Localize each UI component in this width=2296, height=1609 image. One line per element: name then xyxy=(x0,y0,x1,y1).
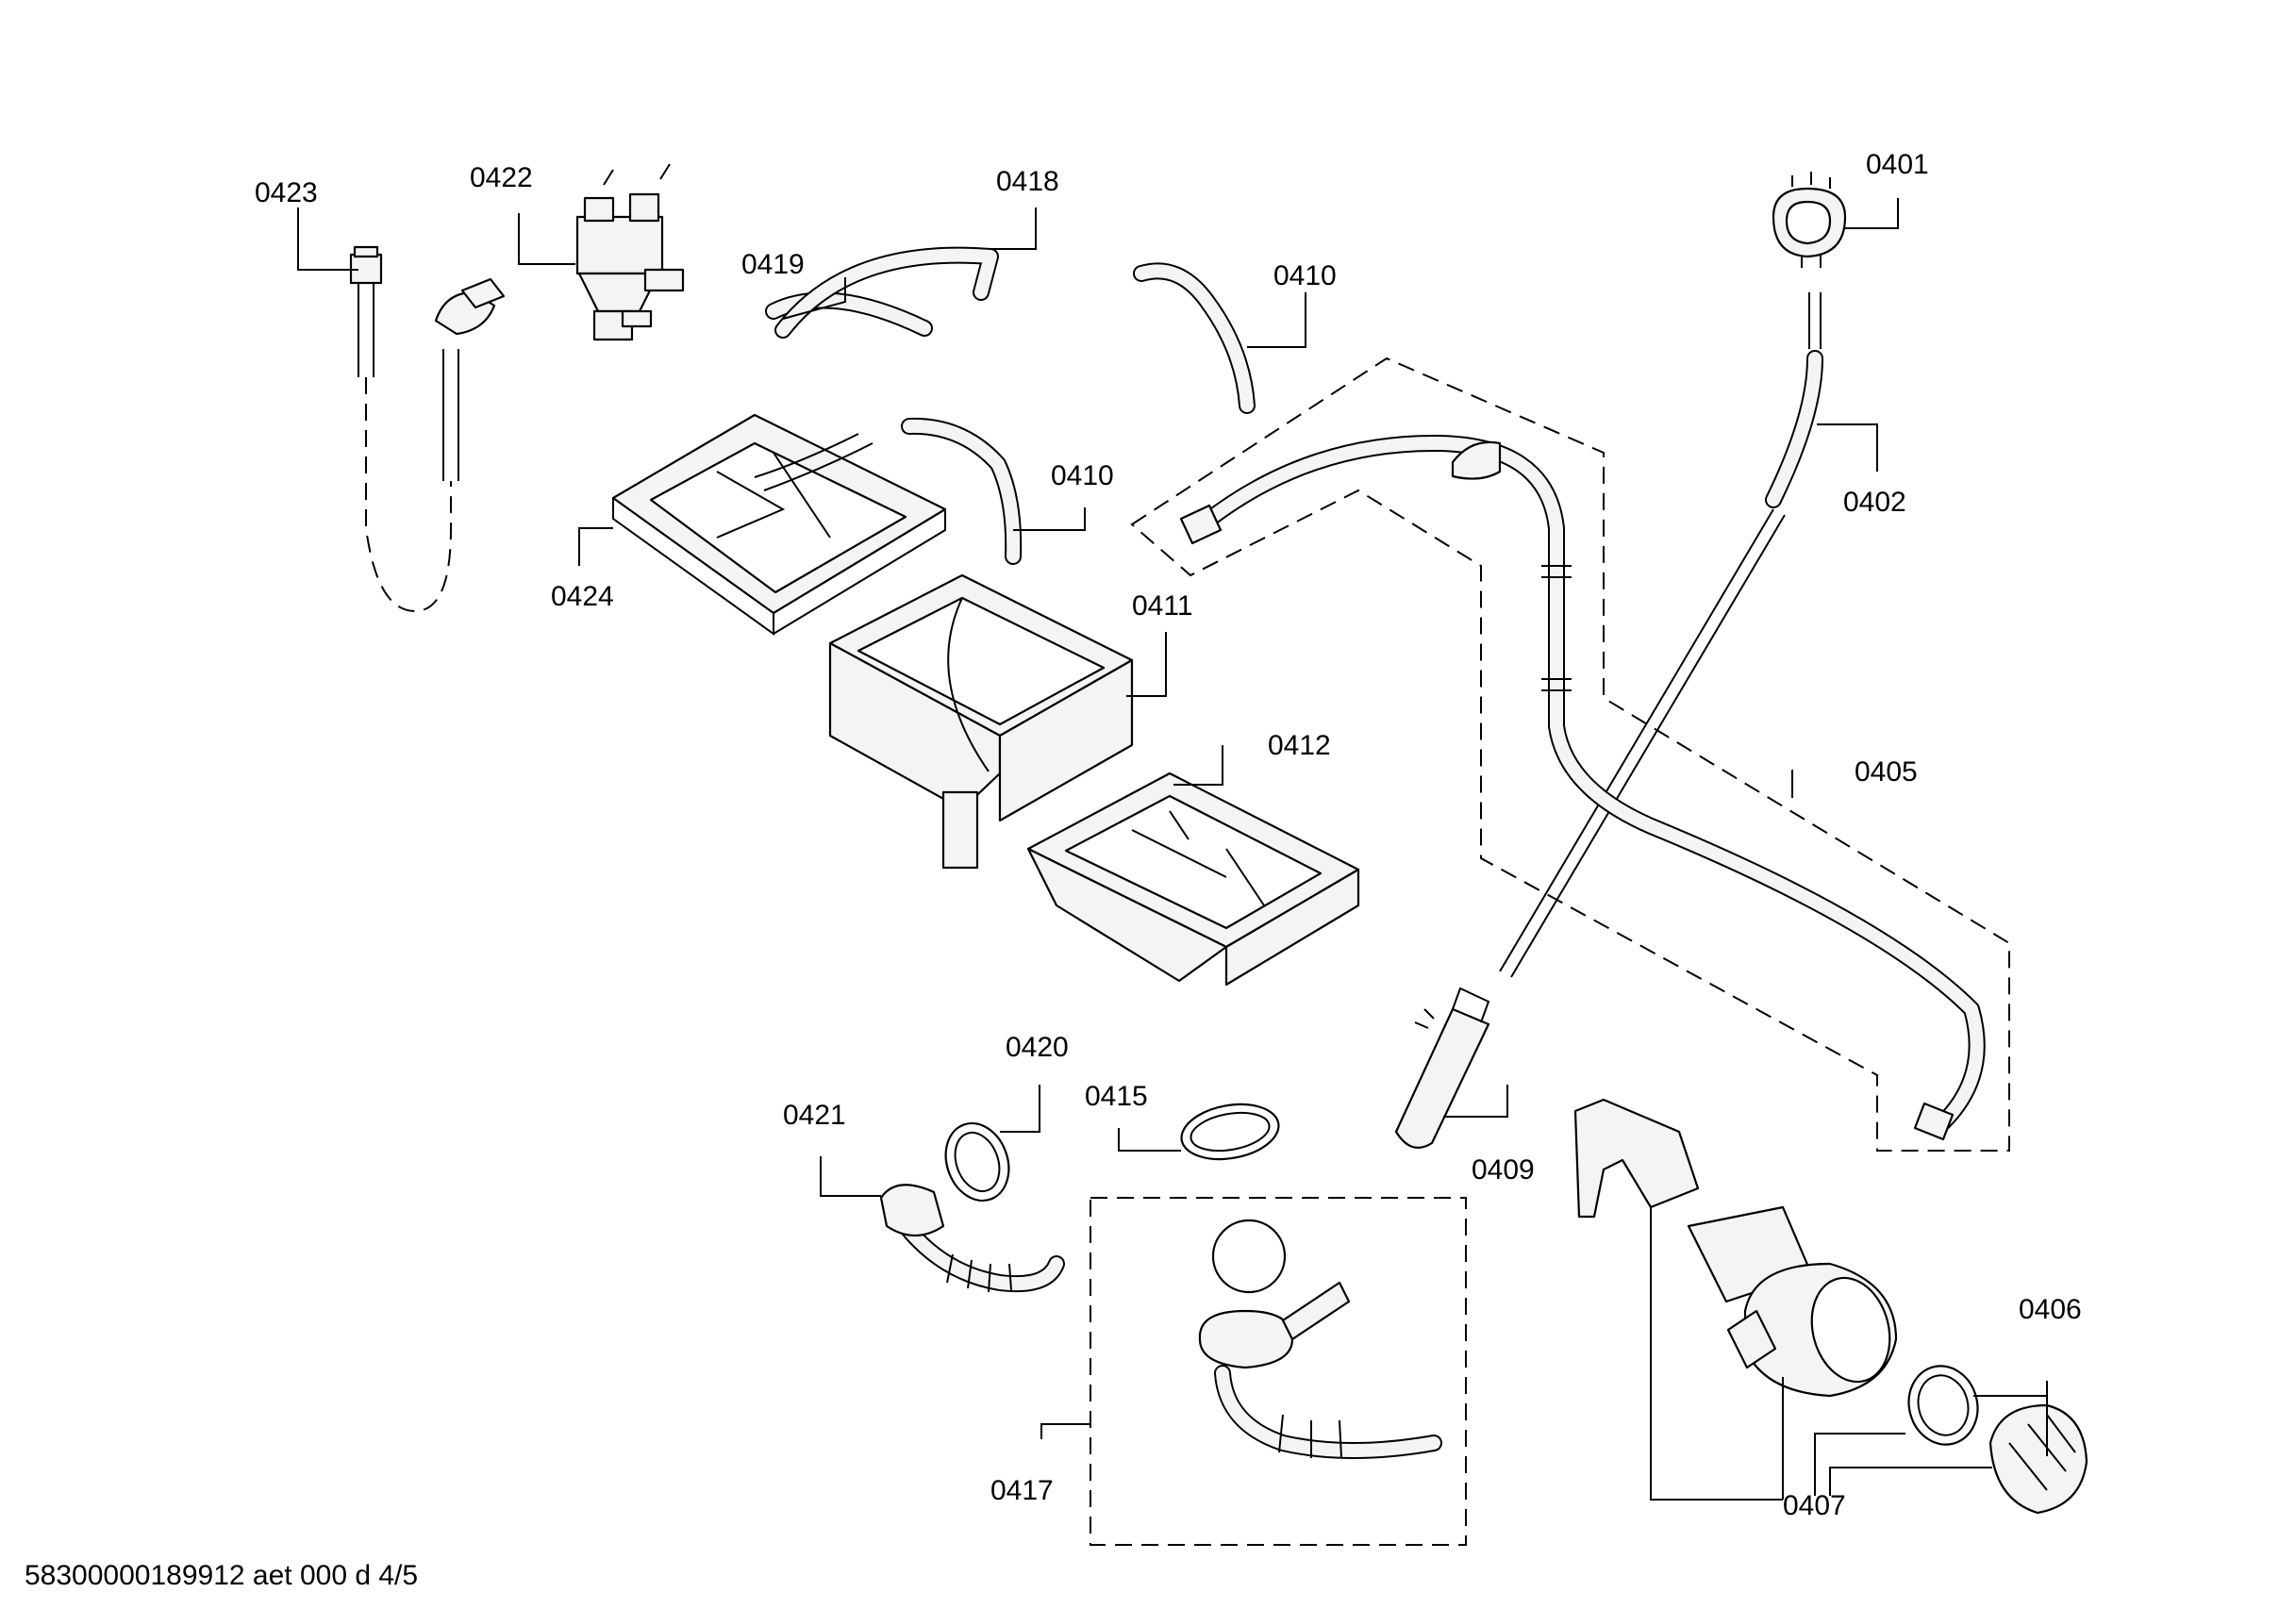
label-0421: 0421 xyxy=(783,1100,846,1131)
valve-0422 xyxy=(575,163,685,341)
label-0424: 0424 xyxy=(551,581,614,612)
dispenser-drawer-0412 xyxy=(1026,771,1360,987)
label-0422: 0422 xyxy=(470,162,533,193)
label-0402: 0402 xyxy=(1843,487,1906,518)
label-0419: 0419 xyxy=(741,249,805,280)
inlet-hose-0423 xyxy=(349,245,506,613)
part-labels: 0423 0422 0418 0419 0410 0410 0424 0411 … xyxy=(255,149,2082,1521)
label-0423: 0423 xyxy=(255,177,318,208)
label-0406: 0406 xyxy=(2019,1294,2082,1325)
drain-pump-0407 xyxy=(1573,1098,1898,1398)
label-0417: 0417 xyxy=(990,1475,1054,1506)
label-0418: 0418 xyxy=(996,166,1059,197)
sump-hose-0417 xyxy=(1090,1197,1467,1546)
label-0410-lower: 0410 xyxy=(1051,460,1114,491)
label-0401: 0401 xyxy=(1866,149,1929,180)
bellows-hose-0421 xyxy=(879,1184,1065,1293)
pump-filter-0406 xyxy=(1907,1365,2088,1515)
drawing-code-footer: 58300000189912 aet 000 d 4/5 xyxy=(25,1560,418,1591)
label-0412: 0412 xyxy=(1268,730,1331,761)
air-trap-0409 xyxy=(1394,987,1490,1149)
dispenser-housing-0411 xyxy=(828,573,1134,870)
rings-0420-0415 xyxy=(944,1103,1280,1203)
label-0411: 0411 xyxy=(1132,590,1193,622)
leader-lines xyxy=(297,198,2048,1501)
hose-0410-lower xyxy=(901,417,1023,565)
dispenser-cover-0424 xyxy=(611,413,947,636)
label-0405: 0405 xyxy=(1855,756,1918,788)
label-0409: 0409 xyxy=(1472,1154,1535,1186)
drain-hose-0405 xyxy=(1130,357,2010,1152)
hose-0410-upper xyxy=(1133,262,1256,414)
pressure-switch-0401 xyxy=(1772,172,1847,268)
label-0415: 0415 xyxy=(1085,1081,1148,1112)
label-0420: 0420 xyxy=(1006,1032,1069,1063)
label-0410-upper: 0410 xyxy=(1273,260,1337,291)
hoses-0419-0418 xyxy=(765,246,999,339)
label-0407: 0407 xyxy=(1783,1490,1846,1521)
